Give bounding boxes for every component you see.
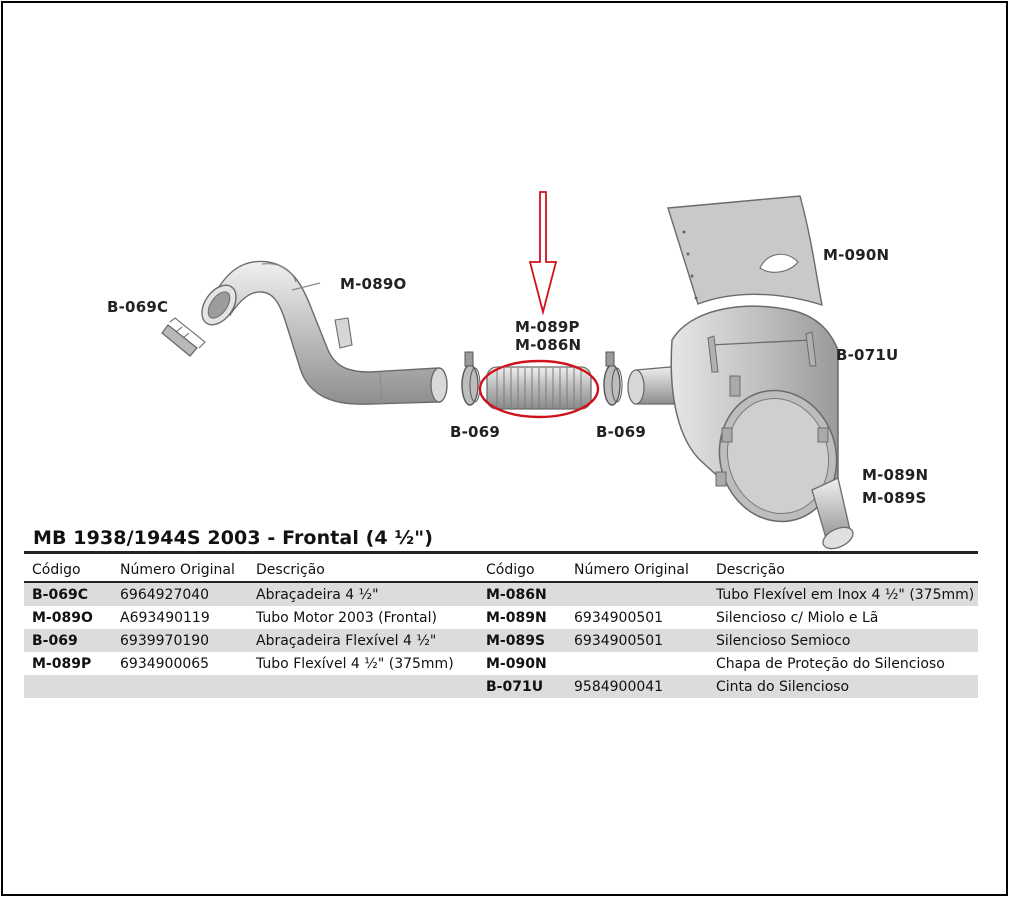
table-row: M-089O A693490119 Tubo Motor 2003 (Front… bbox=[24, 606, 978, 629]
cell-number: 6934900501 bbox=[574, 609, 664, 626]
cell-description: Chapa de Proteção do Silencioso bbox=[716, 655, 945, 672]
header-descricao: Descrição bbox=[248, 558, 478, 583]
clamp-b069-right bbox=[603, 351, 623, 406]
cell-code: M-090N bbox=[486, 655, 547, 672]
callout-m089s: M-089S bbox=[862, 489, 927, 507]
cell-number: A693490119 bbox=[120, 609, 210, 626]
callout-m090n: M-090N bbox=[823, 246, 890, 264]
cell-number: 9584900041 bbox=[566, 675, 708, 698]
cell-description: Tubo Flexível em Inox 4 ½" (375mm) bbox=[708, 582, 978, 606]
callout-m086n: M-086N bbox=[515, 336, 582, 354]
clamp-b069-left bbox=[461, 351, 481, 406]
cell-code: B-069 bbox=[24, 629, 112, 652]
header-codigo: Código bbox=[24, 558, 112, 583]
callout-b069c: B-069C bbox=[107, 298, 169, 316]
muffler-m089n bbox=[670, 305, 854, 550]
cell-description: Silencioso Semioco bbox=[708, 629, 978, 652]
header-descricao-2: Descrição bbox=[708, 558, 978, 583]
clamp-b069c bbox=[161, 317, 206, 357]
cell-description: Tubo Motor 2003 (Frontal) bbox=[256, 609, 437, 626]
table-title: MB 1938/1944S 2003 - Frontal (4 ½") bbox=[33, 527, 434, 549]
table-row: M-089P 6934900065 Tubo Flexível 4 ½" (37… bbox=[24, 652, 978, 675]
cell-number: 6934900501 bbox=[566, 629, 708, 652]
cell-description: Silencioso c/ Miolo e Lã bbox=[716, 609, 879, 626]
cell-number: 6934900065 bbox=[120, 655, 210, 672]
header-numero-original-2: Número Original bbox=[566, 558, 708, 583]
header-codigo-2: Código bbox=[478, 558, 566, 583]
header-numero-original: Número Original bbox=[112, 558, 248, 583]
flexible-pipe bbox=[478, 359, 600, 419]
callout-m089o: M-089O bbox=[340, 275, 407, 293]
cell-code: M-086N bbox=[478, 582, 566, 606]
parts-table: Código Número Original Descrição Código … bbox=[24, 558, 978, 698]
callout-b069-right: B-069 bbox=[596, 423, 646, 441]
cell-code: B-069C bbox=[24, 582, 112, 606]
cell-number bbox=[112, 675, 248, 698]
cell-code: M-089S bbox=[478, 629, 566, 652]
table-row: B-071U 9584900041 Cinta do Silencioso bbox=[24, 675, 978, 698]
table-row: B-069C 6964927040 Abraçadeira 4 ½" M-086… bbox=[24, 582, 978, 606]
cell-code bbox=[24, 675, 112, 698]
cell-code: M-089N bbox=[486, 609, 547, 626]
callout-b071u: B-071U bbox=[836, 346, 899, 364]
cell-number bbox=[566, 652, 708, 675]
cell-code: B-071U bbox=[478, 675, 566, 698]
cell-code: M-089P bbox=[32, 655, 92, 672]
cell-number bbox=[566, 582, 708, 606]
cell-description: Abraçadeira 4 ½" bbox=[248, 582, 478, 606]
callout-m089p: M-089P bbox=[515, 318, 580, 336]
cell-code: M-089O bbox=[32, 609, 93, 626]
title-rule bbox=[24, 551, 978, 554]
engine-pipe-m089o bbox=[201, 260, 448, 405]
exhaust-diagram bbox=[161, 191, 854, 550]
cell-number: 6964927040 bbox=[112, 582, 248, 606]
highlight-circle bbox=[478, 359, 600, 419]
highlight-arrow bbox=[528, 191, 558, 316]
cell-description: Abraçadeira Flexível 4 ½" bbox=[248, 629, 478, 652]
cell-number: 6939970190 bbox=[112, 629, 248, 652]
cell-description bbox=[248, 675, 478, 698]
table-header-row: Código Número Original Descrição Código … bbox=[24, 558, 978, 583]
cell-description: Cinta do Silencioso bbox=[708, 675, 978, 698]
callout-m089n: M-089N bbox=[862, 466, 929, 484]
cell-description: Tubo Flexível 4 ½" (375mm) bbox=[256, 655, 454, 672]
protection-sheet-m090n bbox=[667, 195, 823, 307]
table-row: B-069 6939970190 Abraçadeira Flexível 4 … bbox=[24, 629, 978, 652]
callout-b069-left: B-069 bbox=[450, 423, 500, 441]
